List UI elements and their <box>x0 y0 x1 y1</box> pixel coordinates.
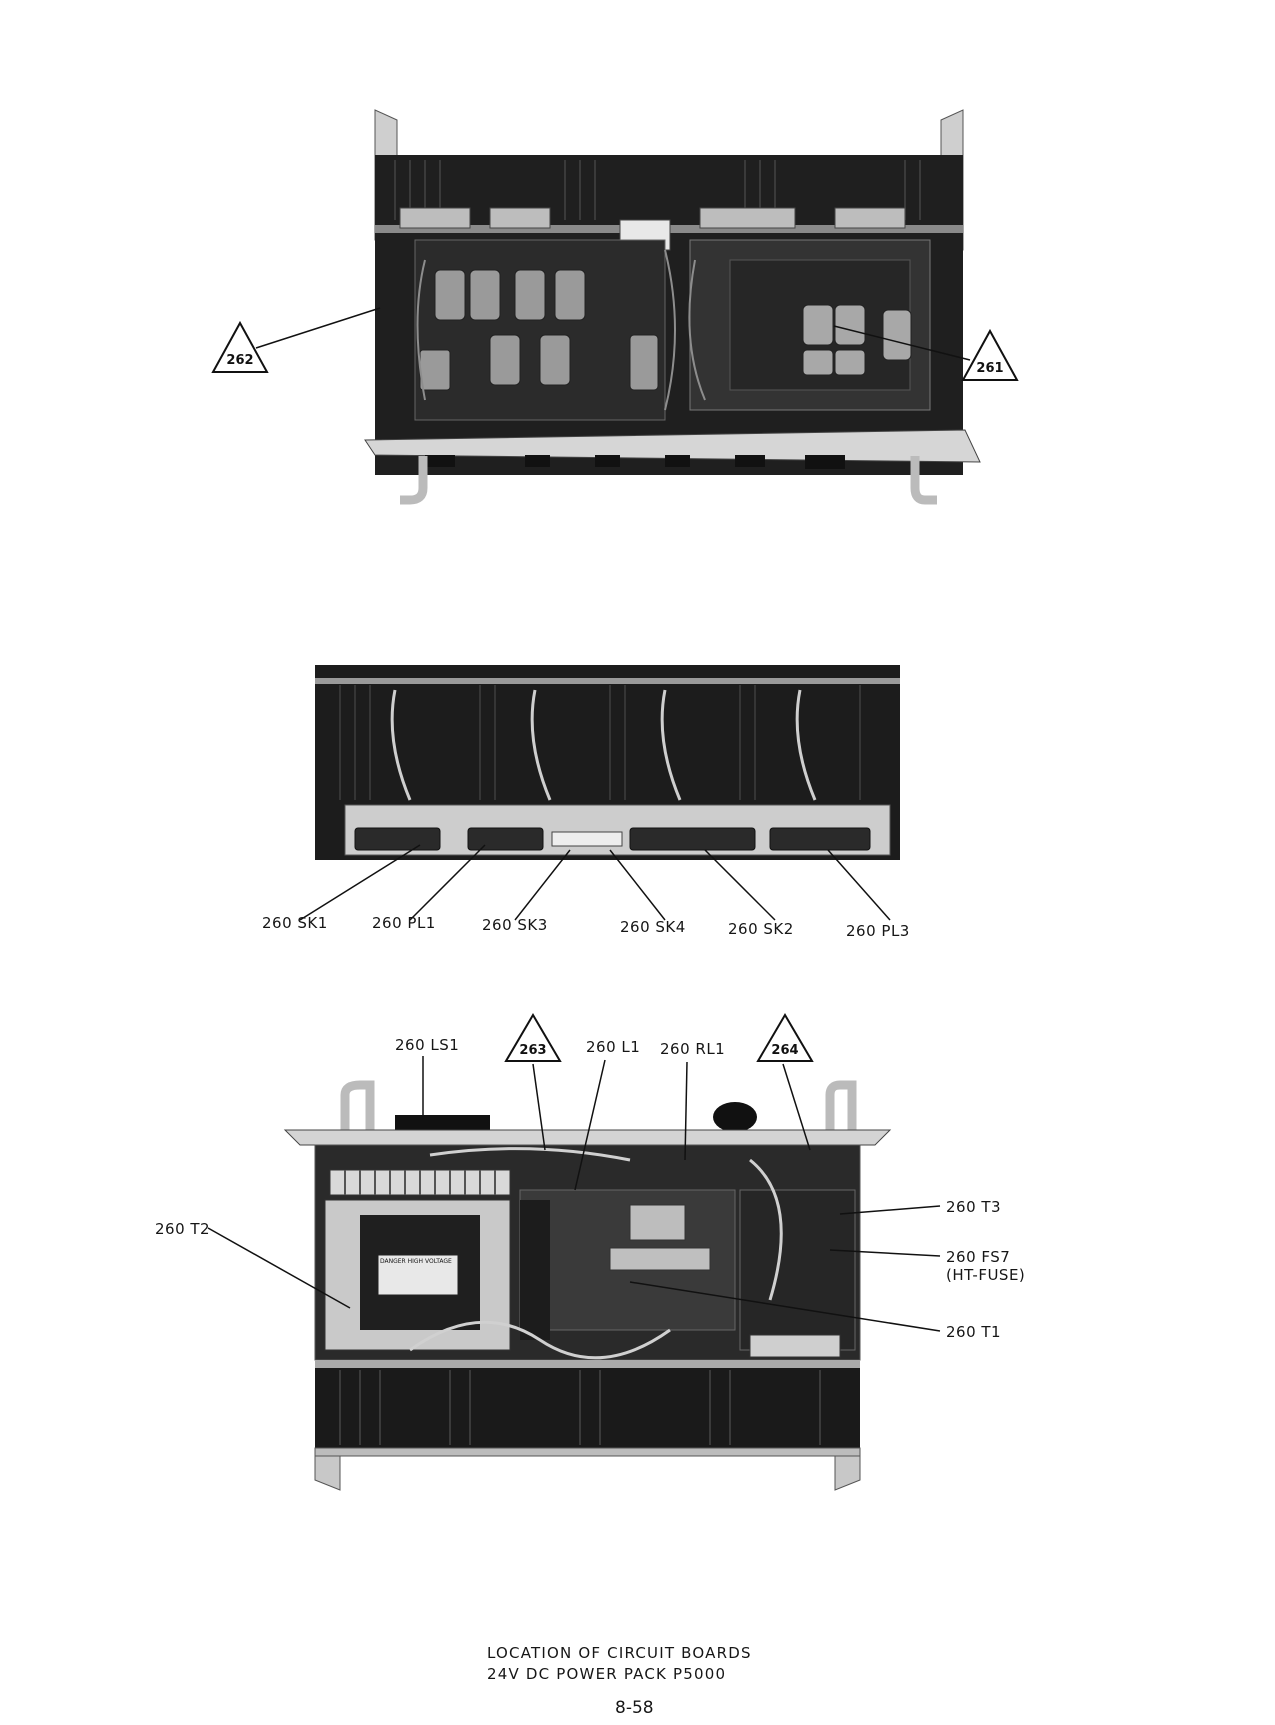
callout-261-text: 261 <box>976 361 1003 376</box>
middle-leader-lines <box>299 844 891 921</box>
label-260-sk3: 260 SK3 <box>482 916 548 934</box>
middle-chassis-photo <box>315 665 900 860</box>
label-260-sk1: 260 SK1 <box>262 914 328 932</box>
label-260-fs7: 260 FS7 <box>946 1248 1011 1266</box>
leader-line-261 <box>833 325 971 361</box>
label-260-sk4: 260 SK4 <box>620 918 686 936</box>
callout-262-text: 262 <box>226 353 253 368</box>
warning-plate-text: DANGER HIGH VOLTAGE <box>380 1258 452 1265</box>
top-chassis-photo <box>364 109 981 505</box>
label-260-pl1: 260 PL1 <box>372 914 436 932</box>
callout-263: 263 <box>504 1013 562 1062</box>
leader-line-262 <box>255 307 381 349</box>
callout-264: 264 <box>756 1013 814 1062</box>
bottom-chassis-photo <box>283 1080 892 1491</box>
label-260-pl3: 260 PL3 <box>846 922 910 940</box>
label-260-rl1: 260 RL1 <box>660 1040 726 1058</box>
label-260-ls1: 260 LS1 <box>395 1036 460 1054</box>
page-number: 8-58 <box>615 1698 654 1718</box>
callout-262: 262 <box>211 320 269 373</box>
figure-caption: LOCATION OF CIRCUIT BOARDS 24V DC POWER … <box>487 1643 752 1685</box>
label-ht-fuse: (HT-FUSE) <box>946 1266 1026 1284</box>
caption-line-2: 24V DC POWER PACK P5000 <box>487 1665 727 1683</box>
label-260-l1: 260 L1 <box>586 1038 641 1056</box>
label-260-t1: 260 T1 <box>946 1323 1002 1341</box>
callout-263-text: 263 <box>519 1043 546 1058</box>
label-260-sk2: 260 SK2 <box>728 920 794 938</box>
callout-261: 261 <box>961 328 1019 381</box>
caption-line-1: LOCATION OF CIRCUIT BOARDS <box>487 1644 752 1662</box>
label-260-t3: 260 T3 <box>946 1198 1002 1216</box>
label-260-t2: 260 T2 <box>155 1220 211 1238</box>
callout-264-text: 264 <box>771 1043 798 1058</box>
bottom-leader-lines <box>207 1056 941 1332</box>
